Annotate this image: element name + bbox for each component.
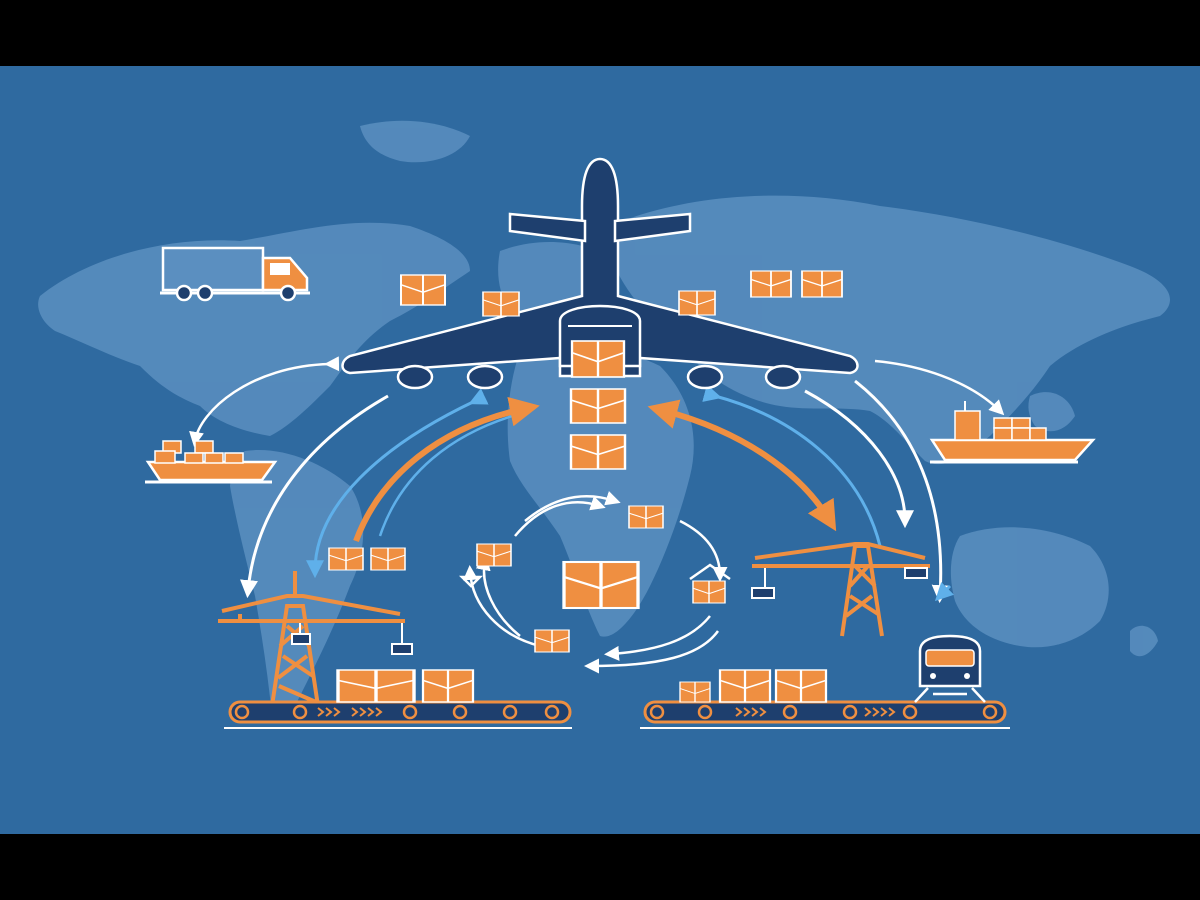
port-crane-icon-right <box>751 542 930 637</box>
illustration-canvas <box>38 120 1170 729</box>
route-arcs <box>189 356 1005 604</box>
truck-icon <box>160 246 310 302</box>
package-box-icon <box>569 339 627 471</box>
port-crane-icon <box>218 571 413 707</box>
cycle-arrows-icon <box>463 491 728 674</box>
world-map-icon <box>38 120 1170 720</box>
cargo-ship-icon-right <box>929 401 1096 464</box>
conveyor-belt-icon-right <box>640 668 1010 729</box>
warehouse-icon <box>458 563 731 588</box>
conveyor-belt-icon <box>224 668 572 729</box>
logistics-illustration <box>0 66 1200 834</box>
cargo-ship-icon <box>145 440 278 484</box>
train-icon <box>914 634 986 703</box>
